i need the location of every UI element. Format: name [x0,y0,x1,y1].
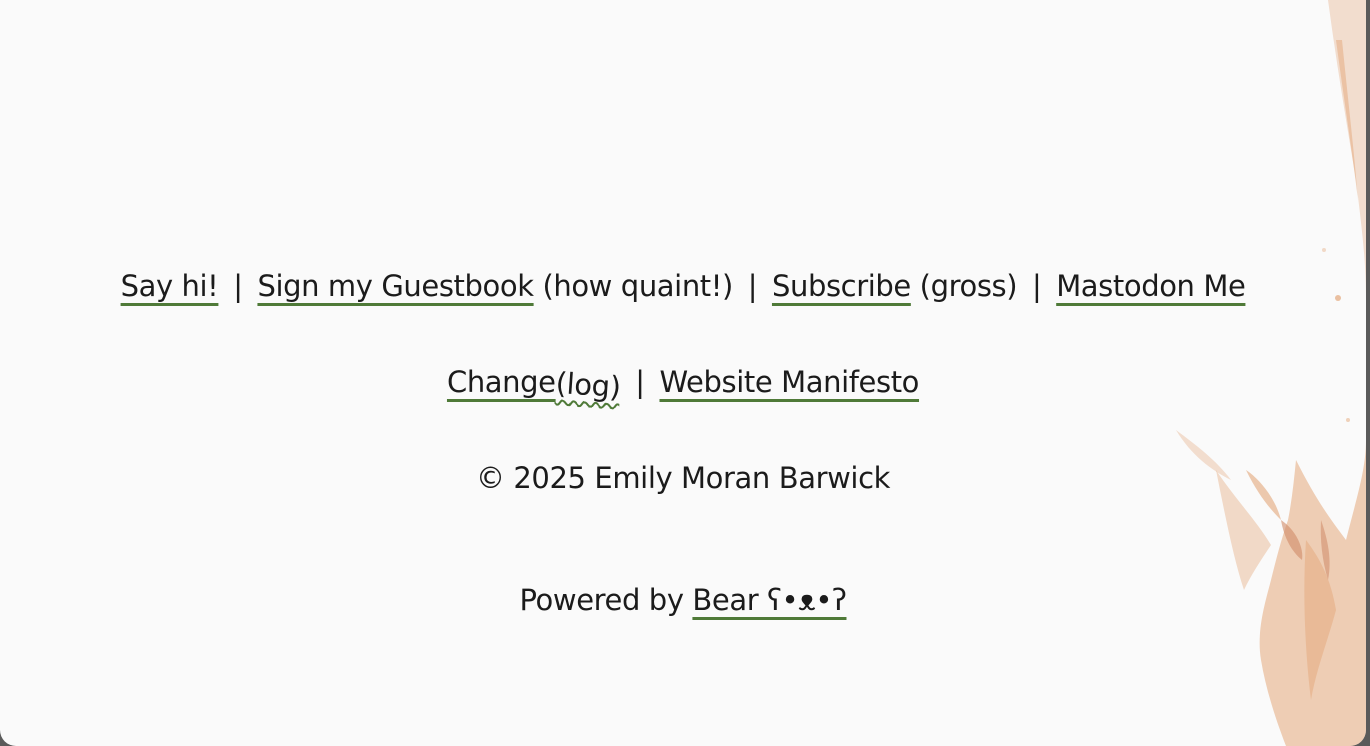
changelog-label-log: (log) [554,365,622,405]
subscribe-note: (gross) [919,269,1018,303]
say-hi-link[interactable]: Say hi! [120,269,219,303]
separator: | [747,269,758,303]
bear-blog-link[interactable]: Bear ʕ•ᴥ•ʔ [692,583,847,617]
separator: | [1031,269,1042,303]
guestbook-link[interactable]: Sign my Guestbook [257,269,534,303]
mastodon-link[interactable]: Mastodon Me [1056,269,1246,303]
subscribe-link[interactable]: Subscribe [771,269,911,303]
changelog-link[interactable]: Change(log) [446,365,621,404]
powered-by-prefix: Powered by [519,583,684,617]
separator: | [233,269,243,303]
changelog-label-change: Change [446,365,556,399]
guestbook-note: (how quaint!) [542,269,733,303]
powered-by: Powered by Bear ʕ•ᴥ•ʔ [0,582,1366,618]
footer-links-row-2: Change(log) | Website Manifesto [0,364,1366,404]
website-manifesto-link[interactable]: Website Manifesto [659,365,920,399]
copyright-text: © 2025 Emily Moran Barwick [475,461,891,495]
separator: | [635,365,645,399]
footer-links-row: Say hi! | Sign my Guestbook (how quaint!… [0,268,1366,304]
